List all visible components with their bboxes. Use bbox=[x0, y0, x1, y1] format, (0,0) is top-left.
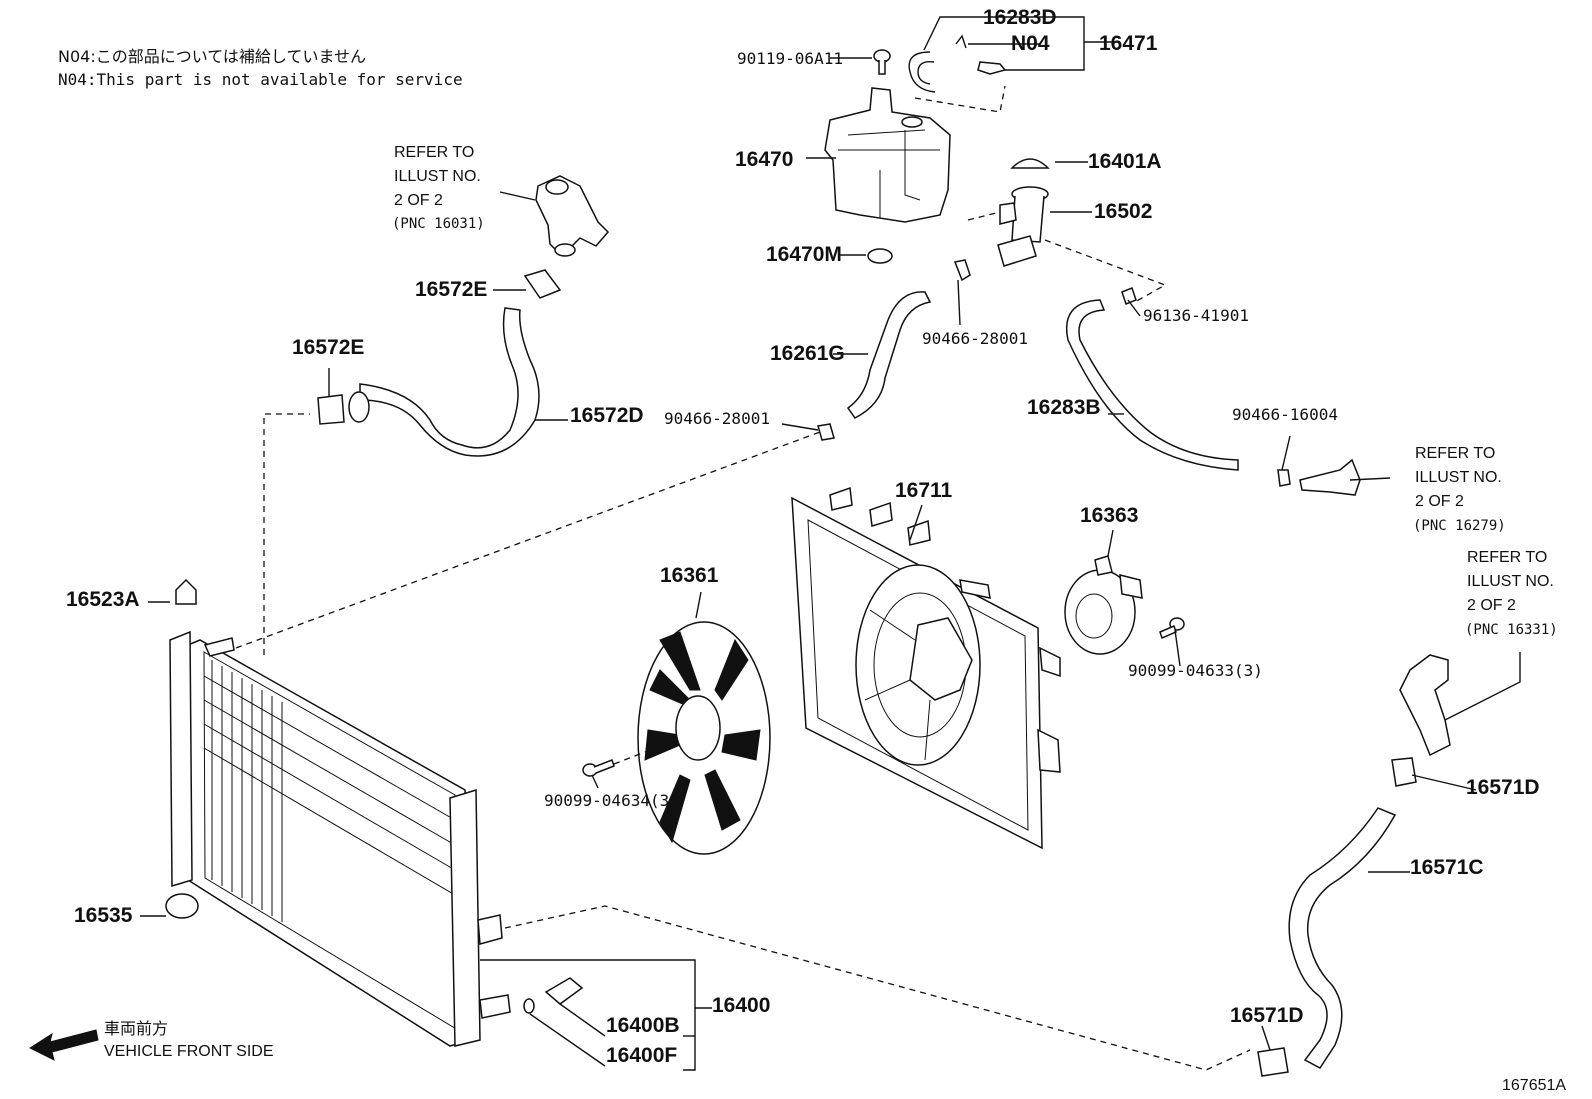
leader-lines bbox=[140, 16, 1521, 1071]
clamp-16571D-lower bbox=[1257, 1047, 1289, 1077]
svg-text:ILLUST NO.: ILLUST NO. bbox=[394, 168, 481, 185]
clip-N04 bbox=[955, 34, 967, 49]
screw-90099-04633 bbox=[1159, 617, 1185, 640]
refer-block-16031: REFER TO ILLUST NO. 2 OF 2 (PNC 16031) bbox=[392, 144, 536, 232]
refer-block-16279: REFER TO ILLUST NO. 2 OF 2 (PNC 16279) bbox=[1413, 445, 1506, 534]
svg-text:REFER TO: REFER TO bbox=[1415, 445, 1495, 462]
vehicle-front-arrow-icon bbox=[28, 1029, 99, 1061]
label-16571D-lower: 16571D bbox=[1230, 1004, 1304, 1027]
fitting-pnc16279 bbox=[1299, 458, 1361, 496]
label-16400B: 16400B bbox=[606, 1014, 680, 1037]
label-16261G: 16261G bbox=[770, 342, 845, 365]
svg-text:2 OF 2: 2 OF 2 bbox=[394, 192, 443, 209]
label-16571D-upper: 16571D bbox=[1466, 776, 1540, 799]
drain-plug-16400B bbox=[544, 977, 584, 1005]
hose-16572D bbox=[359, 307, 540, 457]
svg-text:ILLUST NO.: ILLUST NO. bbox=[1415, 469, 1502, 486]
label-16363: 16363 bbox=[1080, 504, 1138, 527]
label-16535: 16535 bbox=[74, 904, 133, 927]
illustration-code: 167651A bbox=[1502, 1077, 1566, 1094]
label-16572E-lower: 16572E bbox=[292, 336, 364, 359]
label-96136-41901: 96136-41901 bbox=[1143, 306, 1249, 325]
label-16470: 16470 bbox=[735, 148, 793, 171]
hose-16571C bbox=[1288, 807, 1397, 1069]
label-16283D: 16283D bbox=[983, 6, 1057, 29]
svg-text:(PNC 16331): (PNC 16331) bbox=[1465, 622, 1558, 638]
filler-neck-16502 bbox=[997, 186, 1049, 267]
svg-text:2 OF 2: 2 OF 2 bbox=[1467, 597, 1516, 614]
label-16711: 16711 bbox=[895, 479, 953, 502]
radiator-cap-16401A bbox=[1010, 158, 1050, 169]
hose-16261G bbox=[846, 291, 932, 419]
clip-90466-lower bbox=[817, 423, 835, 441]
label-90099-04633: 90099-04633(3) bbox=[1128, 661, 1263, 680]
clamp-16572E-upper bbox=[523, 269, 562, 299]
vehicle-front-en: VEHICLE FRONT SIDE bbox=[104, 1043, 274, 1060]
drain-cap-16523A bbox=[175, 578, 197, 605]
hose-16283D bbox=[917, 61, 935, 85]
label-90466-28001-upper: 90466-28001 bbox=[922, 329, 1028, 348]
cushion-16535 bbox=[165, 893, 199, 919]
fan-motor-16363 bbox=[1064, 555, 1143, 655]
label-N04: N04 bbox=[1011, 32, 1050, 55]
label-16283B: 16283B bbox=[1027, 396, 1101, 419]
label-16401A: 16401A bbox=[1088, 150, 1162, 173]
clamp-16572E-lower bbox=[317, 394, 345, 425]
bolt-90119 bbox=[873, 49, 891, 75]
label-90466-16004: 90466-16004 bbox=[1232, 405, 1338, 424]
svg-text:(PNC 16031): (PNC 16031) bbox=[392, 216, 485, 232]
clip-90466-16004 bbox=[1277, 469, 1291, 487]
o-ring-16400F bbox=[523, 998, 535, 1014]
clip-96136 bbox=[1121, 287, 1137, 305]
clamp-16571D-upper bbox=[1391, 757, 1417, 787]
svg-text:2 OF 2: 2 OF 2 bbox=[1415, 493, 1464, 510]
label-16502: 16502 bbox=[1094, 200, 1152, 223]
label-16523A: 16523A bbox=[66, 588, 140, 611]
label-16572D: 16572D bbox=[570, 404, 644, 427]
note-en: N04:This part is not available for servi… bbox=[58, 70, 463, 89]
label-16400: 16400 bbox=[712, 994, 770, 1017]
bracket-16471 bbox=[977, 61, 1007, 75]
label-90099-04634: 90099-04634(3) bbox=[544, 791, 679, 810]
label-90466-28001-lower: 90466-28001 bbox=[664, 409, 770, 428]
fan-shroud-16711 bbox=[791, 486, 1061, 850]
label-90119-06A11: 90119-06A11 bbox=[737, 49, 843, 68]
outlet-pnc16331 bbox=[1399, 654, 1451, 757]
label-16471: 16471 bbox=[1099, 32, 1158, 55]
bolt-90099-04634 bbox=[582, 759, 615, 777]
label-16470M: 16470M bbox=[766, 243, 842, 266]
fan-16361 bbox=[637, 621, 771, 855]
hose-16283B bbox=[1066, 299, 1239, 471]
vehicle-front-jp: 車両前方 bbox=[104, 1019, 168, 1038]
svg-text:REFER TO: REFER TO bbox=[394, 144, 474, 161]
label-16572E-upper: 16572E bbox=[415, 278, 487, 301]
reservoir-cap bbox=[867, 248, 893, 264]
note-jp: N04:この部品については補給していません bbox=[58, 47, 366, 66]
thermostat-housing-pnc16031 bbox=[535, 175, 610, 257]
clip-90466-upper bbox=[953, 259, 971, 282]
label-16361: 16361 bbox=[660, 564, 719, 587]
label-16571C: 16571C bbox=[1410, 856, 1484, 879]
svg-text:REFER TO: REFER TO bbox=[1467, 549, 1547, 566]
svg-text:ILLUST NO.: ILLUST NO. bbox=[1467, 573, 1554, 590]
radiator-16400 bbox=[169, 630, 511, 1047]
refer-block-16331: REFER TO ILLUST NO. 2 OF 2 (PNC 16331) bbox=[1465, 549, 1558, 638]
label-16400F: 16400F bbox=[606, 1044, 677, 1067]
reservoir-tank bbox=[824, 87, 951, 223]
svg-text:(PNC 16279): (PNC 16279) bbox=[1413, 518, 1506, 534]
